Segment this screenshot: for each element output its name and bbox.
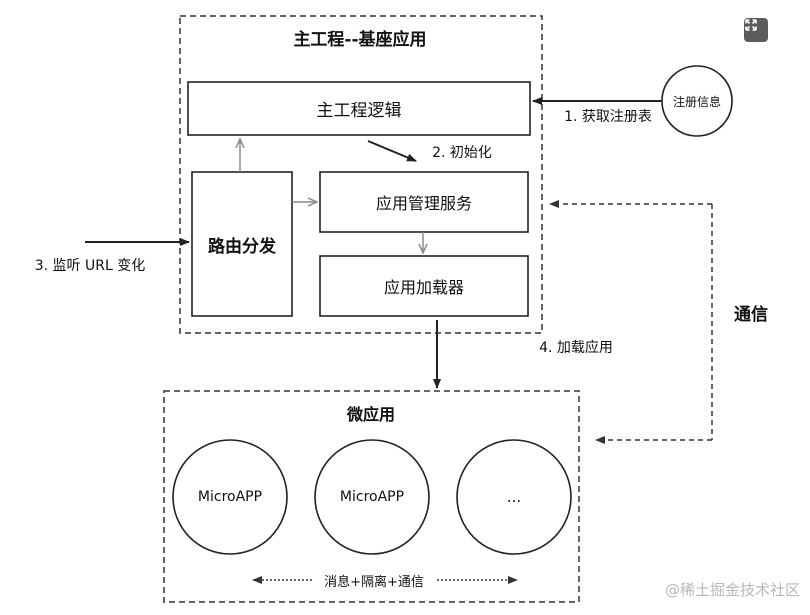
communication-label: 通信 (734, 304, 768, 325)
micro-app-circle-3 (456, 439, 572, 555)
init-arrow (367, 140, 417, 162)
micro-app-label-2: MicroAPP (339, 489, 405, 505)
app-mgmt-box (319, 171, 529, 233)
app-mgmt-label: 应用管理服务 (375, 194, 472, 213)
router-box (191, 171, 293, 317)
app-loader-label: 应用加载器 (383, 278, 464, 297)
registry-label: 注册信息 (672, 94, 721, 109)
micro-app-label-3: ... (506, 488, 522, 506)
micro-apps-container (163, 390, 580, 603)
router-label: 路由分发 (208, 236, 276, 257)
main-logic-box (187, 81, 531, 136)
micro-app-label-1: MicroAPP (197, 489, 263, 505)
micro-apps-footer: 消息+隔离+通信 (324, 574, 424, 590)
micro-app-circle-1 (172, 439, 288, 555)
step4-label: 4. 加载应用 (539, 340, 613, 356)
expand-button[interactable] (744, 18, 768, 42)
watermark: @稀土掘金技术社区 (664, 580, 800, 599)
main-project-title: 主工程--基座应用 (293, 29, 427, 50)
step1-label: 1. 获取注册表 (564, 109, 652, 125)
main-project-container (179, 15, 543, 334)
expand-icon (745, 19, 757, 31)
micro-apps-title: 微应用 (346, 405, 395, 424)
app-loader-box (319, 255, 529, 317)
main-logic-label: 主工程逻辑 (316, 101, 402, 121)
step3-label: 3. 监听 URL 变化 (34, 258, 146, 274)
micro-app-circle-2 (314, 439, 430, 555)
step2-label: 2. 初始化 (432, 145, 492, 161)
